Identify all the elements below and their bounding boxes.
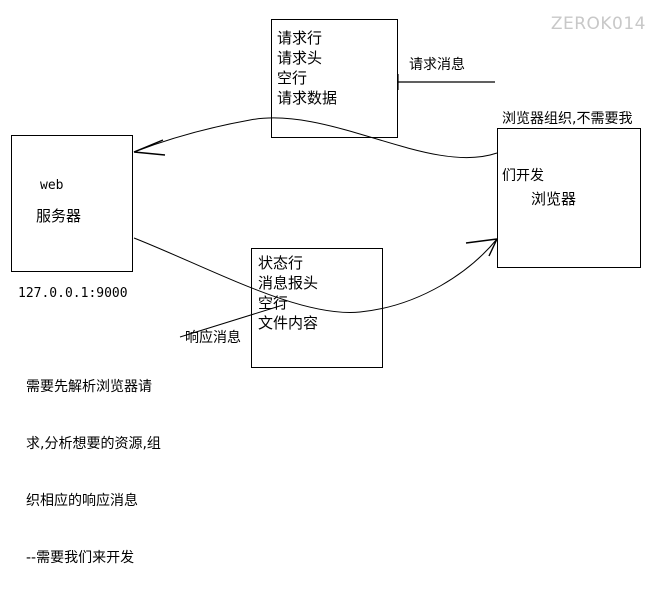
diagram-canvas: web 服务器 127.0.0.1:9000 浏览器 请求行 请求头 空行 请求… bbox=[11, 14, 646, 566]
response-message-line-3: 空行 bbox=[258, 294, 289, 312]
annotation-server-note-line-2: 求,分析想要的资源,组 bbox=[26, 436, 161, 452]
annotation-server-note-line-3: 织相应的响应消息 bbox=[26, 493, 138, 509]
web-server-title-en: web bbox=[40, 178, 64, 193]
node-web-server[interactable] bbox=[11, 135, 133, 272]
annotation-server-note-line-4: --需要我们来开发 bbox=[26, 550, 135, 566]
response-message-line-1: 状态行 bbox=[258, 254, 304, 272]
web-server-address: 127.0.0.1:9000 bbox=[18, 286, 128, 301]
annotation-browser-note-line-2: 们开发 bbox=[502, 168, 544, 184]
annotation-server-note-line-1: 需要先解析浏览器请 bbox=[26, 379, 152, 395]
annotation-server-note: 需要先解析浏览器请 求,分析想要的资源,组 织相应的响应消息 --需要我们来开发 bbox=[26, 340, 161, 606]
request-message-line-2: 请求头 bbox=[277, 49, 323, 67]
annotation-browser-note-line-1: 浏览器组织,不需要我 bbox=[502, 111, 633, 127]
response-message-line-4: 文件内容 bbox=[258, 314, 319, 332]
annotation-browser-note: 浏览器组织,不需要我 们开发 bbox=[502, 72, 632, 224]
browser-title: 浏览器 bbox=[531, 190, 577, 208]
response-arrowhead bbox=[465, 238, 498, 257]
request-message-line-1: 请求行 bbox=[277, 29, 323, 47]
node-response-message-box[interactable] bbox=[251, 248, 383, 368]
response-flow-label: 响应消息 bbox=[185, 330, 241, 346]
request-message-line-3: 空行 bbox=[277, 69, 308, 87]
web-server-title-cn: 服务器 bbox=[36, 207, 82, 225]
request-flow-label: 请求消息 bbox=[409, 57, 465, 73]
watermark-text: ZEROK014 bbox=[550, 14, 646, 34]
request-message-line-4: 请求数据 bbox=[277, 89, 338, 107]
node-browser[interactable] bbox=[497, 128, 641, 268]
request-arrowhead bbox=[133, 139, 166, 156]
node-request-message-box[interactable] bbox=[271, 19, 398, 138]
response-message-line-2: 消息报头 bbox=[258, 274, 319, 292]
